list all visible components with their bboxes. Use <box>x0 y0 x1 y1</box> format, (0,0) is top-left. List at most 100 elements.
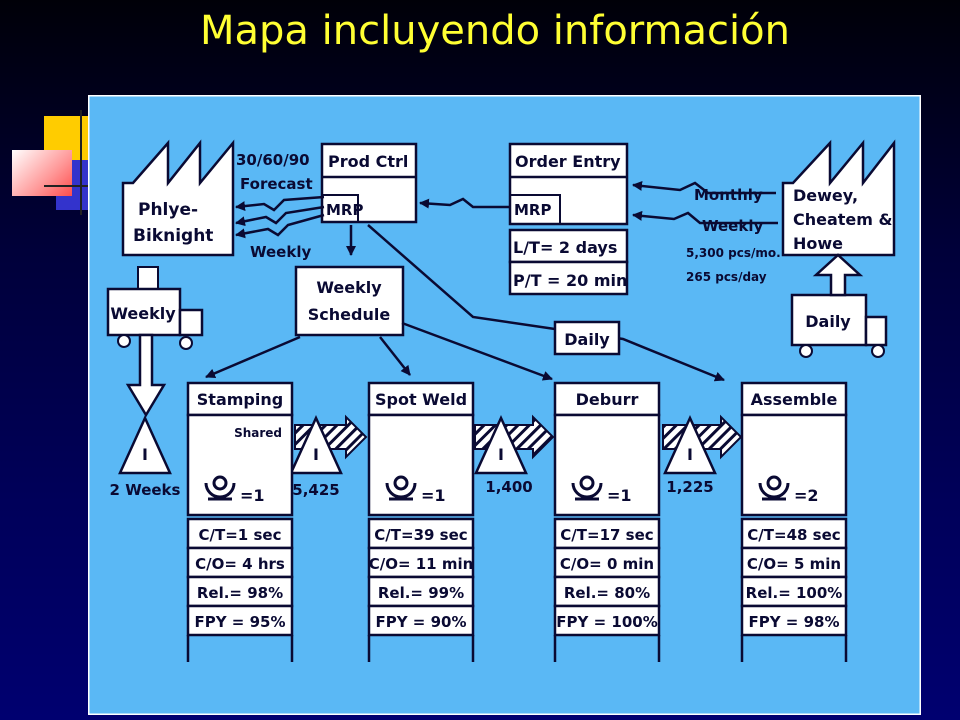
operator-count: =1 <box>240 486 265 505</box>
customer-monthly-label: Monthly <box>694 186 763 204</box>
process-header <box>186 381 294 417</box>
data-box-row <box>367 517 475 550</box>
operator-count: =1 <box>607 486 632 505</box>
customer-weekly-label: Weekly <box>702 217 763 235</box>
inventory-qty-3: 1,400 <box>485 478 532 496</box>
process-note: Shared <box>234 426 282 440</box>
first-pass-yield: FPY = 90% <box>375 613 466 631</box>
customer-demand-day: 265 pcs/day <box>686 270 767 284</box>
process-body <box>740 413 848 517</box>
outbound-truck-label: Daily <box>805 312 851 331</box>
weekly-schedule-box: Weekly Schedule <box>294 265 405 337</box>
schedule-line2: Schedule <box>308 305 391 324</box>
outbound-shipment-arrow <box>812 253 864 297</box>
reliability: Rel.= 99% <box>378 584 464 602</box>
changeover-time: C/O= 5 min <box>747 555 841 573</box>
reliability: Rel.= 80% <box>564 584 650 602</box>
data-box-row <box>740 604 848 637</box>
first-pass-yield: FPY = 95% <box>194 613 285 631</box>
process-name: Spot Weld <box>375 390 467 409</box>
process-header <box>553 381 661 417</box>
prod-ctrl-title: Prod Ctrl <box>328 152 408 171</box>
prod-ctrl-system: MRP <box>326 201 363 219</box>
schedule-line1: Weekly <box>316 278 382 297</box>
process-name: Assemble <box>751 390 838 409</box>
inbound-truck-label: Weekly <box>110 304 176 323</box>
inventory-triangle-deburr-assemble <box>663 414 717 475</box>
inbound-truck: Weekly <box>106 266 204 350</box>
process-body <box>367 413 475 517</box>
supplier-name-line1: Phlye- <box>138 200 198 220</box>
inventory-symbol-3: I <box>498 445 504 464</box>
forecast-label-line1: 30/60/90 <box>236 151 310 169</box>
daily-label-box <box>553 320 621 356</box>
process-name: Stamping <box>197 390 283 409</box>
data-box-row <box>367 604 475 637</box>
changeover-time: C/O= 11 min <box>369 555 474 573</box>
slide-title: Mapa incluyendo información <box>200 8 790 54</box>
data-box-row <box>553 575 661 608</box>
process-body <box>553 413 661 517</box>
forecast-label-line2: Forecast <box>240 175 313 193</box>
customer-name-line1: Dewey, <box>793 186 858 205</box>
process-name: Deburr <box>576 390 639 409</box>
cycle-time: C/T=39 sec <box>374 526 467 544</box>
cycle-time: C/T=17 sec <box>560 526 653 544</box>
data-box-row <box>553 517 661 550</box>
first-pass-yield: FPY = 98% <box>748 613 839 631</box>
reliability: Rel.= 100% <box>746 584 843 602</box>
customer-demand-month: 5,300 pcs/mo. <box>686 246 781 260</box>
process-body <box>186 413 294 517</box>
cycle-time: C/T=48 sec <box>747 526 840 544</box>
supplier-name-line2: Biknight <box>133 226 213 246</box>
inventory-triangle-weld-deburr <box>474 414 528 475</box>
operator-icon <box>204 475 236 501</box>
order-entry-title: Order Entry <box>515 152 621 171</box>
decor-line-vertical <box>80 110 82 215</box>
customer-name-line2: Cheatem & <box>793 210 893 229</box>
inventory-triangles: I 2 Weeks I 5,425 I 1,400 I 1,225 <box>110 414 717 499</box>
inventory-triangle-stamping-weld <box>289 414 343 475</box>
inventory-symbol-4: I <box>687 445 693 464</box>
data-box-row <box>186 604 294 637</box>
inventory-triangle-raw <box>118 414 172 475</box>
data-box-row <box>553 546 661 579</box>
customer-name-line3: Howe <box>793 234 843 253</box>
supplier-factory: Phlye- Biknight <box>121 139 235 257</box>
order-entry-process-time: P/T = 20 min <box>513 271 627 290</box>
operator-icon <box>571 475 603 501</box>
data-box-row <box>186 575 294 608</box>
inventory-symbol-1: I <box>142 445 148 464</box>
process-header <box>367 381 475 417</box>
electronic-flows <box>235 180 778 239</box>
inventory-qty-1: 2 Weeks <box>110 481 181 499</box>
cycle-time: C/T=1 sec <box>199 526 282 544</box>
order-entry-lead-time: L/T= 2 days <box>513 238 617 257</box>
operator-icon <box>385 475 417 501</box>
operator-count: =2 <box>794 486 819 505</box>
decor-square-red <box>12 150 72 196</box>
prod-ctrl-box: Prod Ctrl MRP <box>320 142 418 224</box>
outbound-truck: Daily <box>790 293 888 358</box>
order-entry-box: Order Entry MRP L/T= 2 days P/T = 20 min <box>508 142 629 296</box>
operator-icon <box>758 475 790 501</box>
first-pass-yield: FPY = 100% <box>556 613 657 631</box>
data-box-row <box>553 604 661 637</box>
inventory-symbol-2: I <box>313 445 319 464</box>
operator-count: =1 <box>421 486 446 505</box>
inbound-shipment-arrow <box>125 333 167 418</box>
data-box-row <box>740 575 848 608</box>
reliability: Rel.= 98% <box>197 584 283 602</box>
changeover-time: C/O= 4 hrs <box>195 555 285 573</box>
order-entry-system: MRP <box>514 201 551 219</box>
daily-to-assembly-label: Daily <box>564 330 610 349</box>
value-stream-map: Phlye- Biknight Dewey, Cheatem & Howe 5,… <box>88 95 921 715</box>
changeover-time: C/O= 0 min <box>560 555 654 573</box>
decor-line-horizontal <box>44 185 88 187</box>
inventory-qty-2: 5,425 <box>292 481 339 499</box>
